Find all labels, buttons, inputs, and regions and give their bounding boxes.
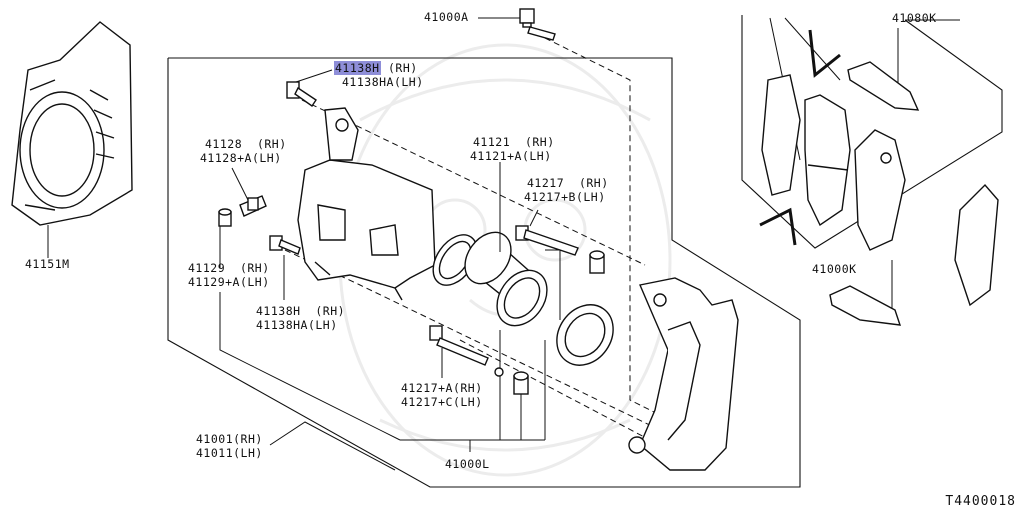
label-41217a-rh[interactable]: 41217+A(RH) xyxy=(401,381,483,395)
leader-41128 xyxy=(231,167,249,201)
label-41000k[interactable]: 41000K xyxy=(812,262,857,276)
pad-clip-top[interactable] xyxy=(847,61,920,111)
caliper-bracket[interactable] xyxy=(628,277,739,471)
label-41217-top-rh[interactable]: 41217 (RH) xyxy=(527,176,609,190)
anti-rattle-springs xyxy=(759,29,841,246)
bleeder-screw-41128[interactable] xyxy=(239,195,267,217)
pin-boot-top[interactable] xyxy=(589,250,605,274)
guide-bolt-mid-41138h[interactable] xyxy=(269,235,301,255)
sliding-pin-top-41217[interactable] xyxy=(515,225,579,256)
label-41138ha-top-lh[interactable]: 41138HA(LH) xyxy=(342,75,424,89)
sliding-pin-bottom-41217a[interactable] xyxy=(429,325,504,377)
leader-41217-top xyxy=(529,209,539,227)
label-41129-rh[interactable]: 41129 (RH) xyxy=(188,261,270,275)
bleeder-cap-41129[interactable] xyxy=(218,208,232,227)
leader-41138h-top xyxy=(295,69,333,83)
baffle-plate-41151m[interactable] xyxy=(11,21,133,226)
inner-brake-pad[interactable] xyxy=(854,129,906,251)
caliper-assembly-frame xyxy=(167,57,801,488)
label-41121-rh[interactable]: 41121 (RH) xyxy=(473,135,555,149)
pad-clip-bottom[interactable] xyxy=(829,285,902,326)
leader-41129 xyxy=(219,226,401,441)
label-41000a[interactable]: 41000A xyxy=(424,10,469,24)
label-41151m[interactable]: 41151M xyxy=(25,257,70,271)
label-41138h-mid-rh[interactable]: 41138H (RH) xyxy=(256,304,346,318)
label-41001-rh[interactable]: 41001(RH) xyxy=(196,432,263,446)
guide-bolt-top-41138h[interactable] xyxy=(286,81,317,107)
label-41217c-lh[interactable]: 41217+C(LH) xyxy=(401,395,483,409)
label-41128a-lh[interactable]: 41128+A(LH) xyxy=(200,151,282,165)
label-41138h-top-rh[interactable]: 41138H (RH) xyxy=(334,61,418,75)
pad-kit-frame xyxy=(741,15,1003,249)
label-41129a-lh[interactable]: 41129+A(LH) xyxy=(188,275,270,289)
label-41217b-lh[interactable]: 41217+B(LH) xyxy=(524,190,606,204)
piston-dust-boot[interactable] xyxy=(545,294,624,376)
label-41000l[interactable]: 41000L xyxy=(445,457,490,471)
leader-41000l xyxy=(400,249,561,452)
pad-shim-right[interactable] xyxy=(954,183,999,307)
label-41080k[interactable]: 41080K xyxy=(892,11,937,25)
pad-shim-left[interactable] xyxy=(761,74,801,196)
label-41128-rh[interactable]: 41128 (RH) xyxy=(205,137,287,151)
label-41121a-lh[interactable]: 41121+A(LH) xyxy=(470,149,552,163)
bolt-41000a[interactable] xyxy=(519,8,556,41)
label-41011-lh[interactable]: 41011(LH) xyxy=(196,446,263,460)
piston-41121[interactable] xyxy=(456,224,558,336)
highlighted-part-number[interactable]: 41138H xyxy=(334,61,381,75)
pin-boot-bottom[interactable] xyxy=(513,371,529,395)
assembly-axis-lines xyxy=(284,37,691,441)
leader-41001 xyxy=(269,421,396,471)
caliper-body-41001[interactable] xyxy=(297,107,436,301)
outer-brake-pad[interactable] xyxy=(804,94,851,227)
diagram-reference-code: T4400018 xyxy=(945,494,1016,509)
label-41138ha-mid-lh[interactable]: 41138HA(LH) xyxy=(256,318,338,332)
